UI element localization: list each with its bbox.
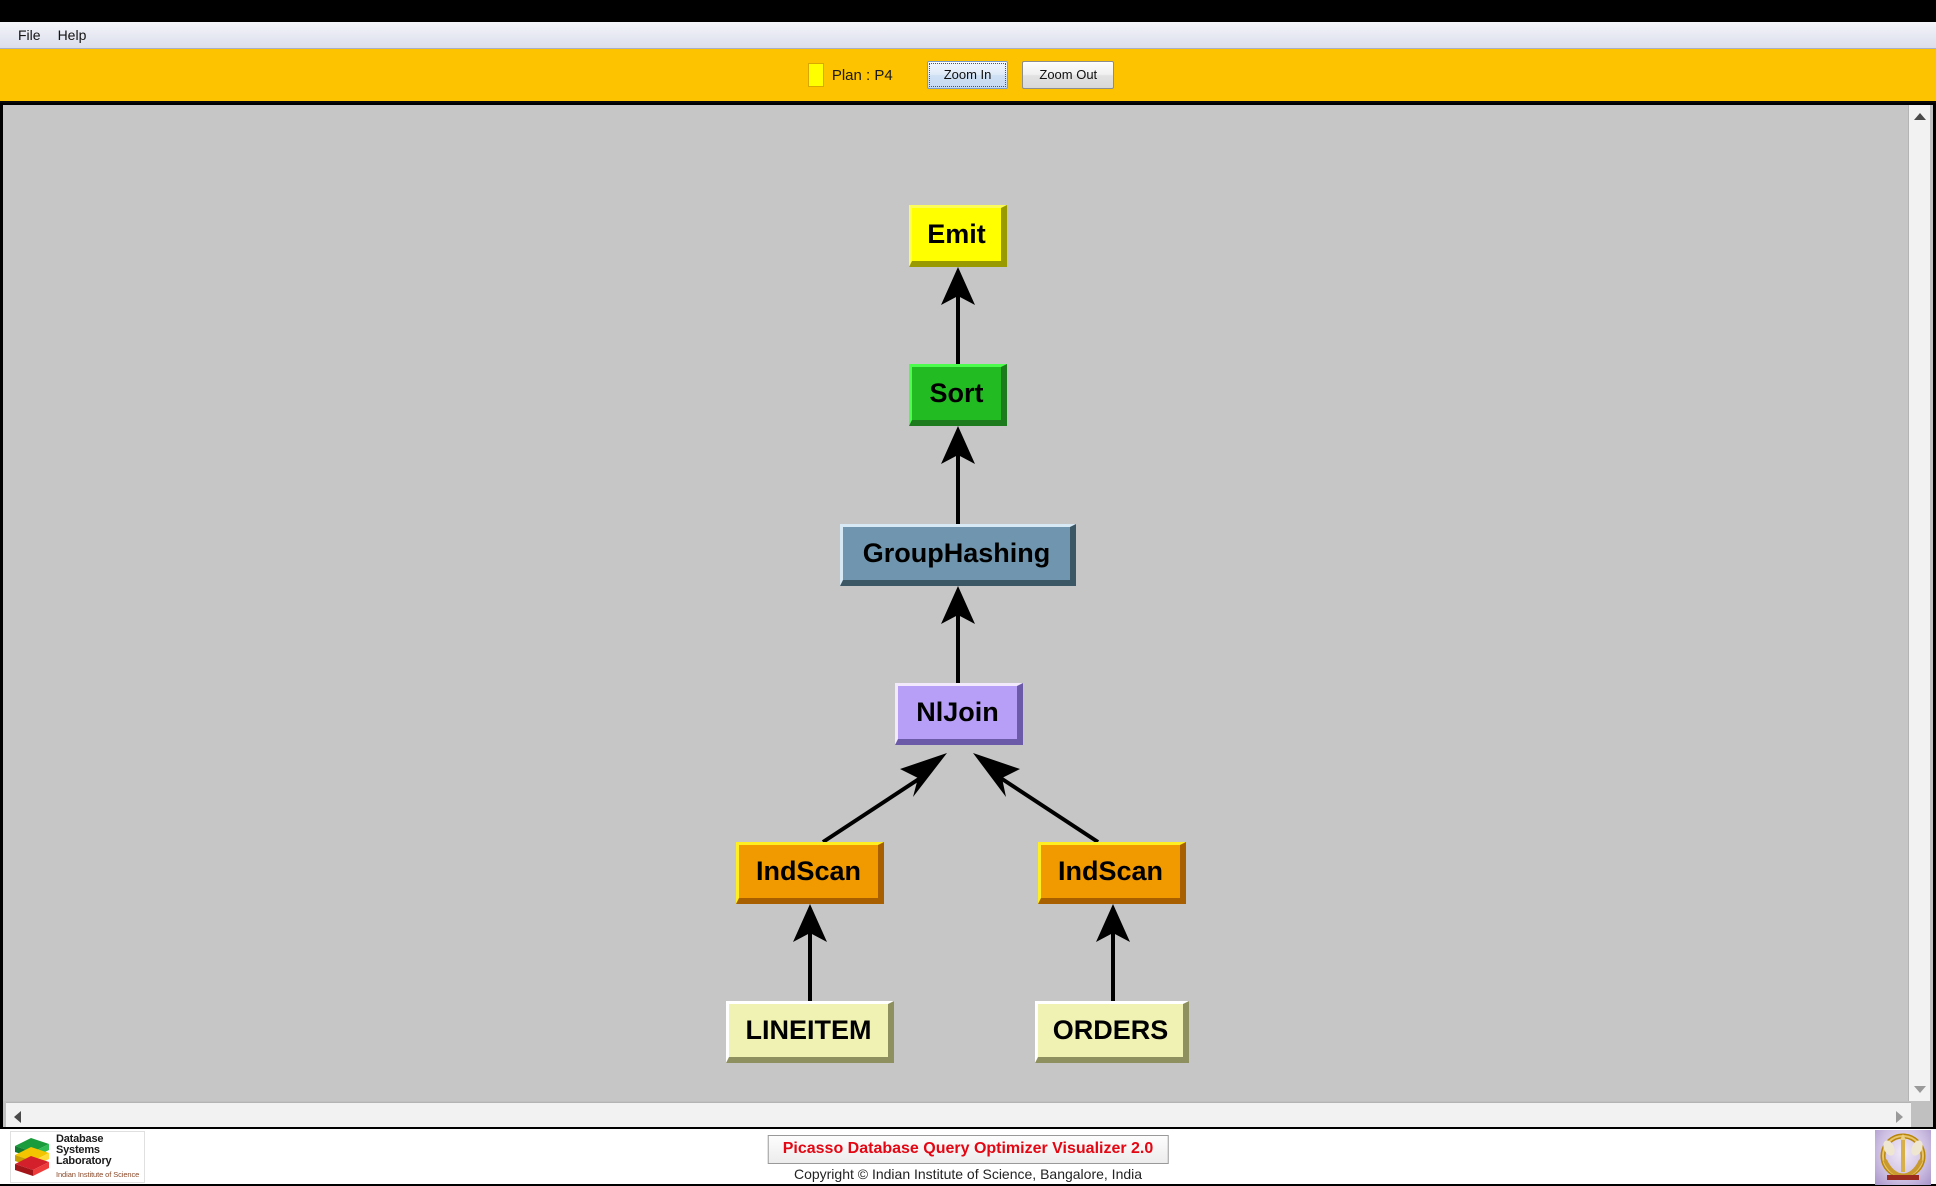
- dsl-logo-text: Database Systems Laboratory Indian Insti…: [56, 1134, 139, 1180]
- menu-file[interactable]: File: [18, 26, 41, 43]
- dsl-line-3: Laboratory: [56, 1155, 112, 1167]
- plan-toolbar: Plan : P4 Zoom In Zoom Out: [0, 49, 1936, 103]
- scroll-right-icon[interactable]: [1896, 1111, 1903, 1123]
- zoom-in-button[interactable]: Zoom In: [926, 61, 1009, 89]
- scroll-left-icon[interactable]: [14, 1111, 21, 1123]
- plan-node-sort[interactable]: Sort: [909, 364, 1007, 426]
- menu-bar: File Help: [0, 22, 1936, 49]
- plan-color-swatch: [807, 63, 824, 87]
- dsl-line-1: Database: [56, 1133, 104, 1145]
- plan-node-lineitem[interactable]: LINEITEM: [726, 1001, 894, 1063]
- iisc-emblem-icon: [1880, 1133, 1926, 1180]
- plan-tree-canvas[interactable]: Emit Sort GroupHashing NlJoin IndScan In…: [3, 105, 1908, 1101]
- plan-node-indscan-left[interactable]: IndScan: [736, 842, 884, 904]
- dsl-disk-stack-icon: [15, 1138, 49, 1176]
- scroll-down-icon[interactable]: [1914, 1086, 1926, 1093]
- plan-canvas-container: Emit Sort GroupHashing NlJoin IndScan In…: [0, 105, 1936, 1127]
- dsl-subtitle: Indian Institute of Science: [56, 1170, 140, 1179]
- dsl-logo: Database Systems Laboratory Indian Insti…: [10, 1131, 145, 1183]
- menu-help[interactable]: Help: [57, 26, 87, 43]
- plan-node-emit[interactable]: Emit: [909, 205, 1007, 267]
- copyright-text: Copyright © Indian Institute of Science,…: [793, 1166, 1143, 1182]
- plan-node-nljoin[interactable]: NlJoin: [895, 683, 1023, 745]
- picasso-main-window: File Help Plan : P4 Zoom In Zoom Out: [0, 22, 1936, 1186]
- footer-bar: Database Systems Laboratory Indian Insti…: [0, 1127, 1936, 1186]
- vertical-scrollbar[interactable]: [1908, 105, 1930, 1101]
- horizontal-scrollbar[interactable]: [6, 1102, 1911, 1127]
- plan-node-orders[interactable]: ORDERS: [1035, 1001, 1189, 1063]
- plan-node-grouphashing[interactable]: GroupHashing: [840, 524, 1076, 586]
- product-title: Picasso Database Query Optimizer Visuali…: [767, 1135, 1169, 1164]
- scroll-up-icon[interactable]: [1914, 113, 1926, 120]
- dsl-line-2: Systems: [56, 1144, 100, 1156]
- iisc-emblem-logo: [1875, 1130, 1931, 1185]
- plan-label: Plan : P4: [831, 66, 893, 84]
- plan-node-indscan-right[interactable]: IndScan: [1038, 842, 1186, 904]
- zoom-out-button[interactable]: Zoom Out: [1022, 61, 1115, 89]
